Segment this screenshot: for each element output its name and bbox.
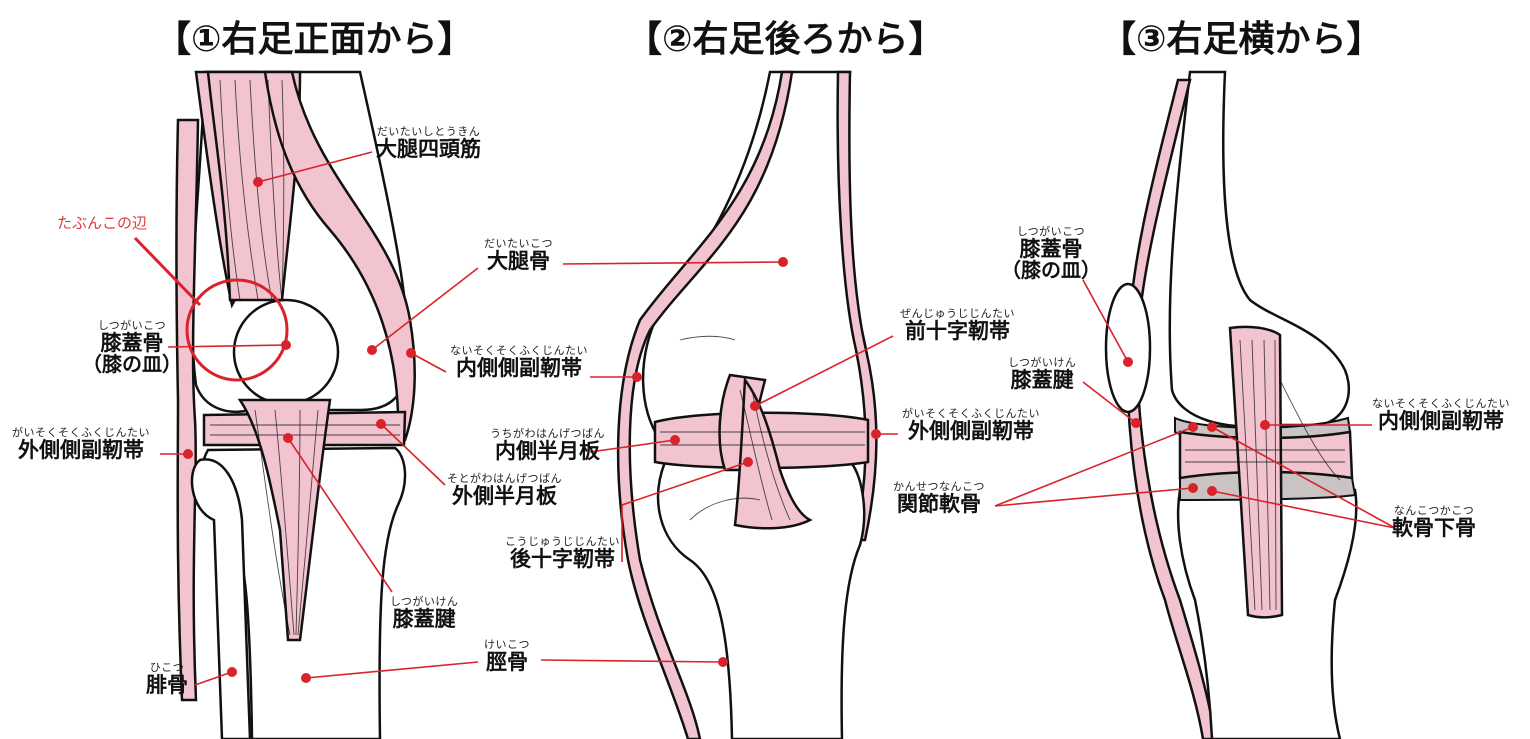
front-knee-drawing bbox=[175, 70, 416, 739]
side-patella bbox=[1104, 282, 1152, 414]
label-lateral-meniscus: そとがわはんげつばん 外側半月板 bbox=[447, 472, 562, 508]
title-back: 【②右足後ろから】 bbox=[626, 19, 945, 60]
label-patella-side: しつがいこつ 膝蓋骨 （膝の皿） bbox=[1001, 225, 1101, 282]
label-subchondral-bone: なんこつかこつ 軟骨下骨 bbox=[1392, 504, 1476, 540]
back-fibers bbox=[660, 335, 865, 521]
label-fibula: ひこつ 腓骨 bbox=[146, 661, 188, 697]
note-text: たぶんこの辺 bbox=[57, 214, 148, 232]
back-knee-drawing bbox=[616, 70, 878, 739]
back-pcl bbox=[733, 376, 813, 530]
label-acl: ぜんじゅうじじんたい 前十字靭帯 bbox=[900, 307, 1015, 343]
label-lcl-back: がいそくそくふくじんたい 外側側副靭帯 bbox=[902, 407, 1040, 443]
label-tibia: けいこつ 脛骨 bbox=[484, 638, 530, 674]
label-mcl-side: ないそくそくふくじんたい 内側側副靭帯 bbox=[1372, 397, 1510, 433]
side-femur bbox=[1168, 70, 1351, 428]
front-fibers bbox=[210, 79, 400, 636]
back-medial-band bbox=[616, 70, 794, 739]
label-patellar-tendon-side: しつがいけん 膝蓋腱 bbox=[1008, 356, 1077, 392]
title-front: 【①右足正面から】 bbox=[155, 19, 474, 60]
label-lcl-front: がいそくそくふくじんたい 外側側副靭帯 bbox=[12, 426, 150, 462]
side-knee-drawing bbox=[1104, 70, 1358, 739]
label-medial-meniscus: うちがわはんげつばん 内側半月板 bbox=[490, 427, 605, 463]
leader-lines bbox=[160, 151, 1396, 686]
label-mcl-front: ないそくそくふくじんたい 内側側副靭帯 bbox=[450, 344, 588, 380]
front-medial-band bbox=[175, 118, 200, 702]
label-femur: だいたいこつ 大腿骨 bbox=[484, 237, 553, 273]
note-marker bbox=[133, 236, 289, 382]
back-tibia bbox=[656, 460, 866, 739]
title-side: 【③右足横から】 bbox=[1100, 19, 1383, 60]
label-patellar-tendon-front: しつがいけん 膝蓋腱 bbox=[390, 595, 459, 631]
label-quadriceps: だいたいしとうきん 大腿四頭筋 bbox=[376, 125, 481, 161]
label-articular-cartilage: かんせつなんこつ 関節軟骨 bbox=[893, 480, 985, 516]
side-fibers bbox=[1185, 339, 1345, 611]
label-pcl: こうじゅうじじんたい 後十字靭帯 bbox=[505, 535, 620, 571]
label-patella-front: しつがいこつ 膝蓋骨 （膝の皿） bbox=[82, 319, 182, 376]
